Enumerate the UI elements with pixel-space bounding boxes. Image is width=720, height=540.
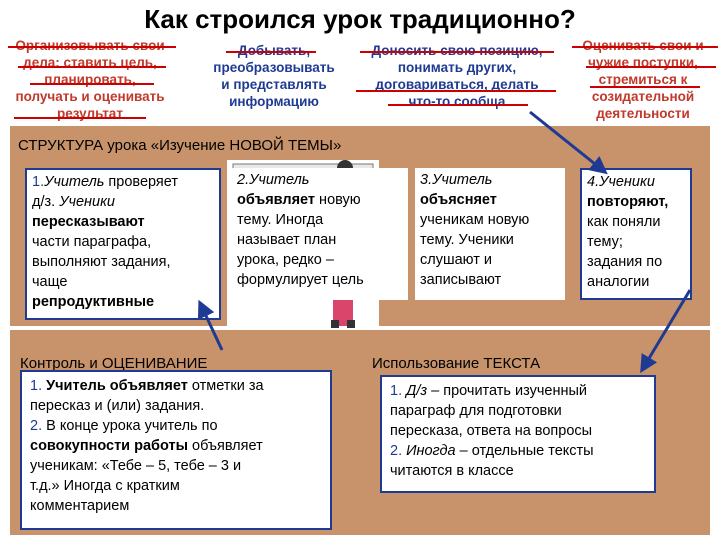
- text-use-card: 1. Д/з – прочитать изученный параграф дл…: [380, 375, 656, 493]
- strike-line: [360, 51, 554, 53]
- step-card-3: 3.Учитель объясняет ученикам новую тему.…: [415, 168, 565, 300]
- step-card-1: 1.Учитель проверяет д/з. Ученики переска…: [25, 168, 221, 320]
- goal-line: Добывать,: [194, 42, 354, 59]
- control-title: Контроль и ОЦЕНИВАНИЕ: [20, 355, 208, 372]
- goal-line: деятельности: [596, 106, 690, 121]
- goal-line: Организовывать свои: [0, 37, 180, 54]
- goal-line: стремиться к: [598, 72, 688, 87]
- goal-line: преобразовывать: [213, 60, 335, 75]
- goal-information: Добывать, преобразовывать и представлять…: [194, 42, 354, 110]
- strike-line: [14, 117, 146, 119]
- page-title: Как строился урок традиционно?: [144, 4, 576, 34]
- strike-line: [30, 83, 154, 85]
- strike-line: [226, 51, 316, 53]
- goal-line: и представлять: [221, 77, 327, 92]
- goal-evaluation: Оценивать свои и чужие поступки, стремит…: [568, 37, 718, 122]
- strike-line: [18, 66, 166, 68]
- goal-line: Доносить свою позицию,: [352, 42, 562, 59]
- strike-line: [388, 104, 528, 106]
- strike-line: [356, 90, 556, 92]
- arrow-to-text: [640, 289, 692, 374]
- arrow-to-card4: [529, 110, 608, 175]
- goal-line: информацию: [229, 94, 319, 109]
- strike-line: [8, 46, 176, 48]
- strike-line: [572, 46, 718, 48]
- goal-line: договариваться, делать: [375, 77, 539, 92]
- strike-line: [586, 66, 716, 68]
- strike-line: [590, 86, 700, 88]
- structure-title: СТРУКТУРА урока «Изучение НОВОЙ ТЕМЫ»: [18, 137, 342, 154]
- goal-line: получать и оценивать: [15, 89, 165, 104]
- text-use-title: Использование ТЕКСТА: [372, 355, 541, 372]
- arrow-to-card1: [197, 299, 224, 351]
- step-card-2: 2.Учитель объявляет новую тему. Иногда н…: [232, 168, 408, 300]
- goal-line: Оценивать свои и: [568, 37, 718, 54]
- goal-line: созидательной: [591, 89, 695, 104]
- step-card-4: 4.Ученики повторяют, как поняли тему; за…: [580, 168, 692, 300]
- goal-line: понимать других,: [397, 60, 517, 75]
- control-card: 1. Учитель объявляет отметки за пересказ…: [20, 370, 332, 530]
